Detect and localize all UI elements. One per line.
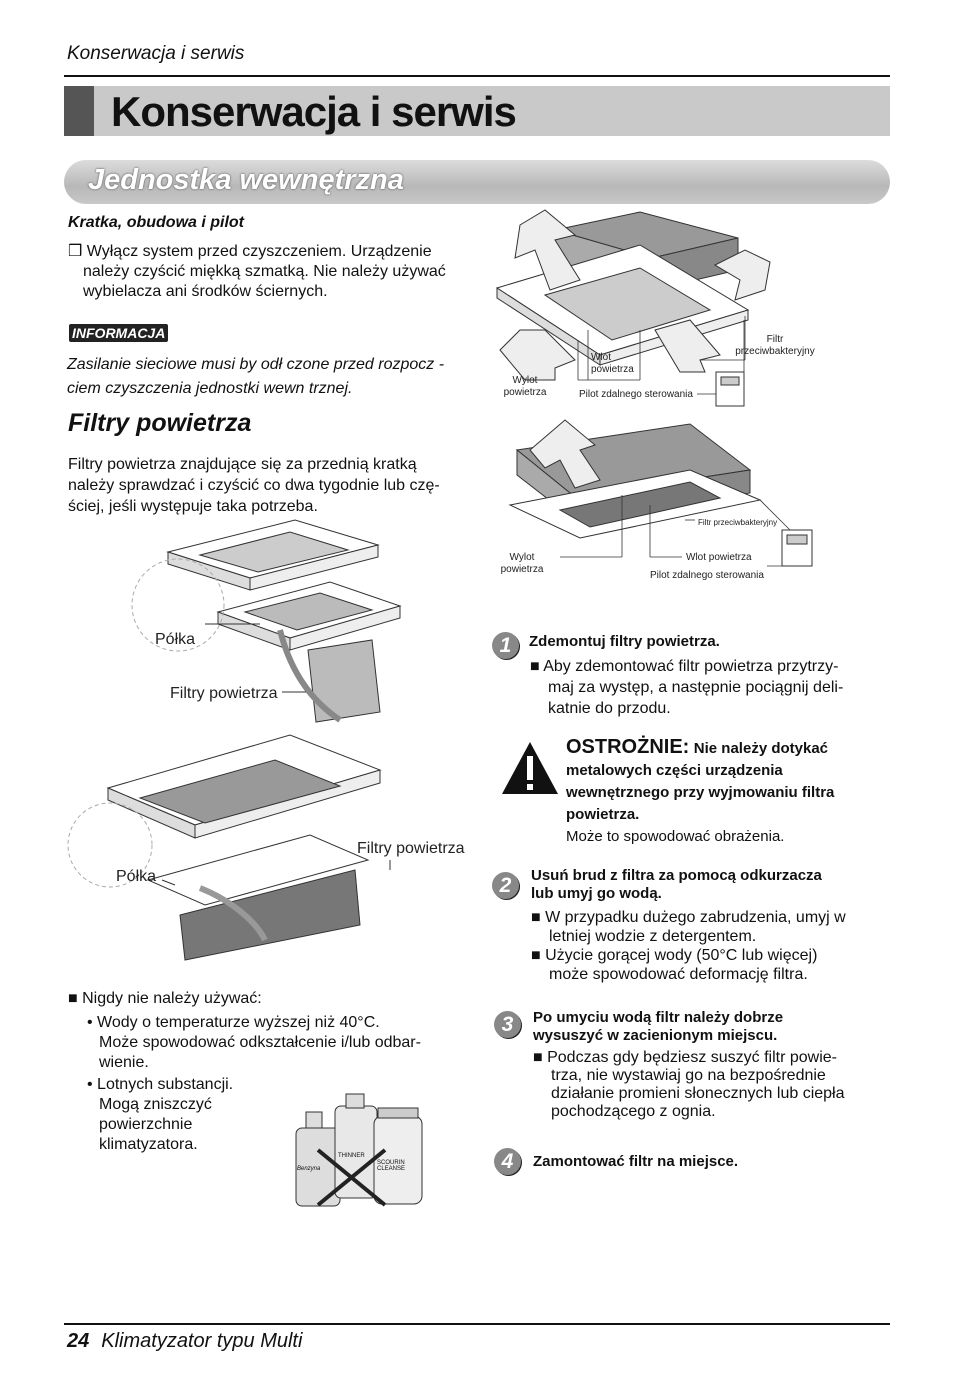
- section-title: Jednostka wewnętrzna: [88, 164, 404, 196]
- caution-line: powietrza.: [566, 806, 640, 823]
- grille-line: ❒ Wyłącz system przed czyszczeniem. Urzą…: [68, 243, 432, 260]
- never-use-title: ■ Nigdy nie należy używać:: [68, 990, 262, 1007]
- step-bullets: ■ W przypadku dużego zabrudzenia, umyj w…: [531, 908, 846, 984]
- label-filtr-1: Filtr przeciwbakteryjny: [735, 334, 815, 357]
- label-wylot-1: Wylot powietrza: [503, 375, 547, 398]
- filters-line: należy sprawdzać i czyścić co dwa tygodn…: [68, 477, 440, 494]
- step-number: 4: [494, 1148, 521, 1175]
- bottle-label: THINNER: [338, 1153, 365, 1159]
- step-line: pochodzącego z ognia.: [551, 1103, 716, 1120]
- label-filters-1: Filtry powietrza: [170, 685, 278, 702]
- filters-line: ściej, jeśli występuje taka potrzeba.: [68, 498, 318, 515]
- step-line: ■ Użycie gorącej wody (50°C lub więcej): [531, 947, 818, 964]
- never-use-line: • Wody o temperaturze wyższej niż 40°C.: [87, 1014, 380, 1031]
- label-wylot-2: Wylot powietrza: [500, 552, 544, 575]
- step-number: 3: [494, 1011, 521, 1038]
- step-title-line: Po umyciu wodą filtr należy dobrze: [533, 1009, 784, 1026]
- caution-line: Nie należy dotykać: [693, 740, 829, 757]
- label-pilot-1: Pilot zdalnego sterowania: [579, 389, 693, 400]
- step-title: Usuń brud z filtra za pomocą odkurzacza …: [531, 867, 822, 903]
- warning-icon: [502, 742, 558, 794]
- never-use-line: wienie.: [99, 1054, 149, 1071]
- grille-line: wybielacza ani środków ściernych.: [83, 283, 328, 300]
- step-number: 1: [492, 632, 519, 659]
- label-wlot-2: Wlot powietrza: [686, 552, 752, 563]
- step-line: ■ Aby zdemontować filtr powietrza przytr…: [530, 658, 839, 675]
- never-use-line: Może spowodować odkształcenie i/lub odba…: [99, 1034, 421, 1051]
- section-bar: Jednostka wewnętrzna: [64, 160, 890, 204]
- info-badge: INFORMACJA: [69, 324, 169, 342]
- running-header: Konserwacja i serwis: [67, 43, 245, 64]
- never-use-line: klimatyzatora.: [99, 1136, 198, 1153]
- step-line: ■ Podczas gdy będziesz suszyć filtr powi…: [533, 1049, 838, 1066]
- label-filtr-2: Filtr przeciwbakteryjny: [698, 518, 778, 527]
- step-line: maj za występ, a następnie pociągnij del…: [548, 679, 844, 696]
- label-filters-2: Filtry powietrza: [357, 840, 465, 857]
- step-line: katnie do przodu.: [548, 700, 671, 717]
- step-bullets: ■ Podczas gdy będziesz suszyć filtr powi…: [533, 1049, 845, 1121]
- filters-heading: Filtry powietrza: [68, 409, 252, 437]
- footer-text: Klimatyzator typu Multi: [101, 1330, 303, 1352]
- step-title: Zamontować filtr na miejsce.: [533, 1153, 739, 1170]
- never-use-line: • Lotnych substancji.: [87, 1076, 234, 1093]
- step-line: ■ W przypadku dużego zabrudzenia, umyj w: [531, 909, 846, 926]
- grille-text: ❒ Wyłącz system przed czyszczeniem. Urzą…: [68, 242, 446, 302]
- never-use-item-volatile: • Lotnych substancji. Mogą zniszczyć pow…: [87, 1075, 233, 1155]
- info-note: Zasilanie sieciowe musi by odł czone prz…: [67, 353, 444, 401]
- label-pilot-2: Pilot zdalnego sterowania: [650, 570, 764, 581]
- info-line: ciem czyszczenia jednostki wewn trznej.: [67, 380, 353, 397]
- step-title-line: wysuszyć w zacienionym miejscu.: [533, 1027, 778, 1044]
- bottle-label: Benzyna: [297, 1166, 321, 1172]
- step-line: trza, nie wystawiaj go na bezpośrednie: [551, 1067, 826, 1084]
- never-use-item-water: • Wody o temperaturze wyższej niż 40°C. …: [87, 1013, 421, 1073]
- cassette-bottom-illustration: [67, 734, 382, 961]
- step-bullets: ■ Aby zdemontować filtr powietrza przytr…: [530, 656, 843, 719]
- title-bar-block: [64, 86, 94, 136]
- footer: 24 Klimatyzator typu Multi: [67, 1330, 302, 1353]
- caution-label: OSTROŻNIE:: [566, 736, 690, 758]
- never-use-line: powierzchnie: [99, 1116, 193, 1133]
- step-line: może spowodować deformację filtra.: [549, 966, 808, 983]
- label-shelf-1: Półka: [155, 631, 196, 648]
- bottle-label: SCOURIN CLEANSE: [377, 1160, 406, 1172]
- label-shelf-2: Półka: [116, 868, 157, 885]
- info-line: Zasilanie sieciowe musi by odł czone prz…: [67, 356, 445, 373]
- step-number: 2: [492, 872, 519, 899]
- step-line: letniej wodzie z detergentem.: [549, 928, 757, 945]
- never-use-line: Mogą zniszczyć: [99, 1096, 212, 1113]
- label-wlot-1: Wlot powietrza: [591, 352, 634, 375]
- one-way-cassette-illustration: [508, 419, 813, 567]
- filters-text: Filtry powietrza znajdujące się za przed…: [68, 454, 440, 517]
- page-title: Konserwacja i serwis: [111, 88, 517, 135]
- filters-line: Filtry powietrza znajdujące się za przed…: [68, 456, 417, 473]
- title-bar: Konserwacja i serwis: [64, 86, 890, 136]
- step-line: działanie promieni słonecznych lub ciepł…: [551, 1085, 845, 1102]
- grille-line: należy czyścić miękką szmatką. Nie należ…: [83, 263, 446, 280]
- caution-note: Może to spowodować obrażenia.: [566, 828, 785, 845]
- step-title: Zdemontuj filtry powietrza.: [529, 633, 720, 650]
- grille-heading: Kratka, obudowa i pilot: [68, 214, 245, 231]
- header-rule: [64, 75, 890, 77]
- step-title: Po umyciu wodą filtr należy dobrze wysus…: [533, 1009, 783, 1045]
- caution-line: wewnętrznego przy wyjmowaniu filtra: [566, 784, 835, 801]
- caution-line: metalowych części urządzenia: [566, 762, 783, 779]
- footer-rule: [64, 1323, 890, 1325]
- step-title-line: Usuń brud z filtra za pomocą odkurzacza: [531, 867, 822, 884]
- step-title-line: lub umyj go wodą.: [531, 885, 662, 902]
- page-number: 24: [67, 1330, 90, 1352]
- caution-block: OSTROŻNIE: Nie należy dotykać metalowych…: [566, 736, 866, 848]
